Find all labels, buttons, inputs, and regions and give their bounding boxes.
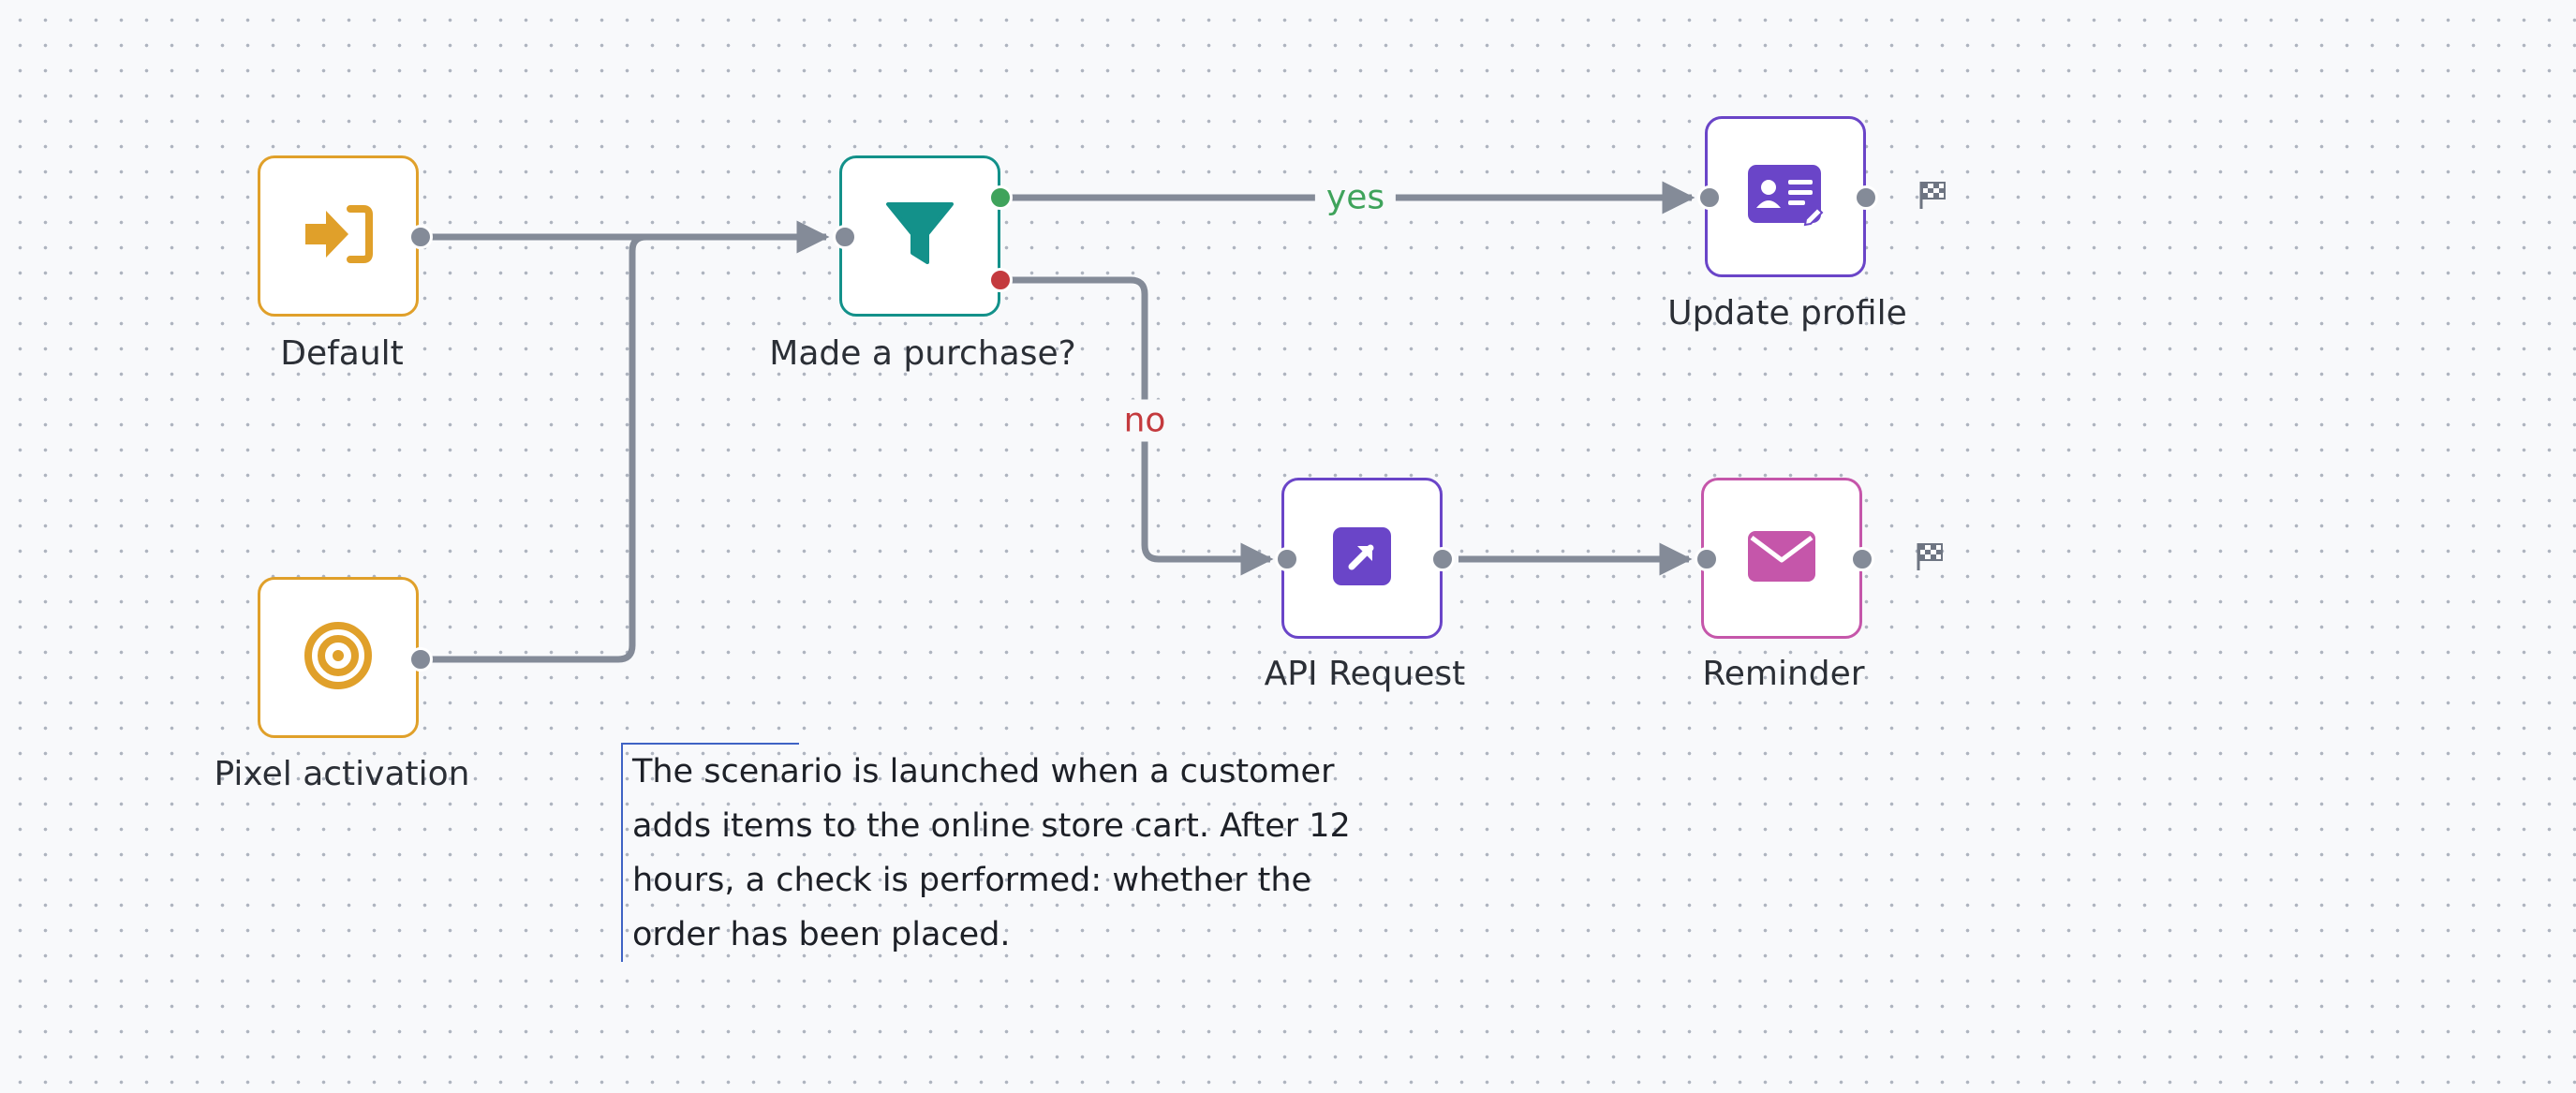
node-pixel-label: Pixel activation xyxy=(214,755,470,793)
node-reminder-input-port[interactable] xyxy=(1695,547,1719,571)
node-purchase-no-port[interactable] xyxy=(988,268,1013,292)
envelope-icon xyxy=(1746,529,1817,587)
node-default[interactable] xyxy=(258,155,419,317)
node-pixel-activation[interactable] xyxy=(258,577,419,738)
node-reminder[interactable] xyxy=(1701,478,1862,639)
node-api-output-port[interactable] xyxy=(1430,547,1455,571)
node-made-a-purchase[interactable] xyxy=(839,155,1000,317)
edge-yes-label: yes xyxy=(1314,178,1397,217)
node-purchase-input-port[interactable] xyxy=(833,225,857,249)
node-api-request[interactable] xyxy=(1281,478,1443,639)
node-purchase-yes-port[interactable] xyxy=(988,185,1013,210)
node-update-profile-input-port[interactable] xyxy=(1697,185,1722,210)
profile-card-icon xyxy=(1746,161,1825,232)
node-purchase-label: Made a purchase? xyxy=(769,334,1076,373)
node-update-profile[interactable] xyxy=(1705,116,1866,277)
node-api-input-port[interactable] xyxy=(1275,547,1299,571)
node-reminder-label: Reminder xyxy=(1702,655,1865,693)
note-border xyxy=(621,743,799,745)
finish-flag-icon xyxy=(1914,540,1946,576)
node-update-profile-label: Update profile xyxy=(1667,294,1907,332)
target-icon xyxy=(303,620,374,695)
node-api-label: API Request xyxy=(1264,655,1466,693)
node-pixel-output-port[interactable] xyxy=(408,647,433,672)
scenario-note[interactable]: The scenario is launched when a customer… xyxy=(621,743,1400,962)
node-default-label: Default xyxy=(280,334,404,373)
node-update-profile-output-port[interactable] xyxy=(1854,185,1878,210)
filter-icon xyxy=(884,199,955,273)
edge-no-label: no xyxy=(1119,399,1170,442)
node-reminder-output-port[interactable] xyxy=(1850,547,1874,571)
sign-in-icon xyxy=(302,203,375,269)
node-default-output-port[interactable] xyxy=(408,225,433,249)
finish-flag-icon xyxy=(1917,179,1948,214)
external-link-icon xyxy=(1333,527,1391,589)
edge-pixel-to-filter[interactable] xyxy=(421,233,656,663)
